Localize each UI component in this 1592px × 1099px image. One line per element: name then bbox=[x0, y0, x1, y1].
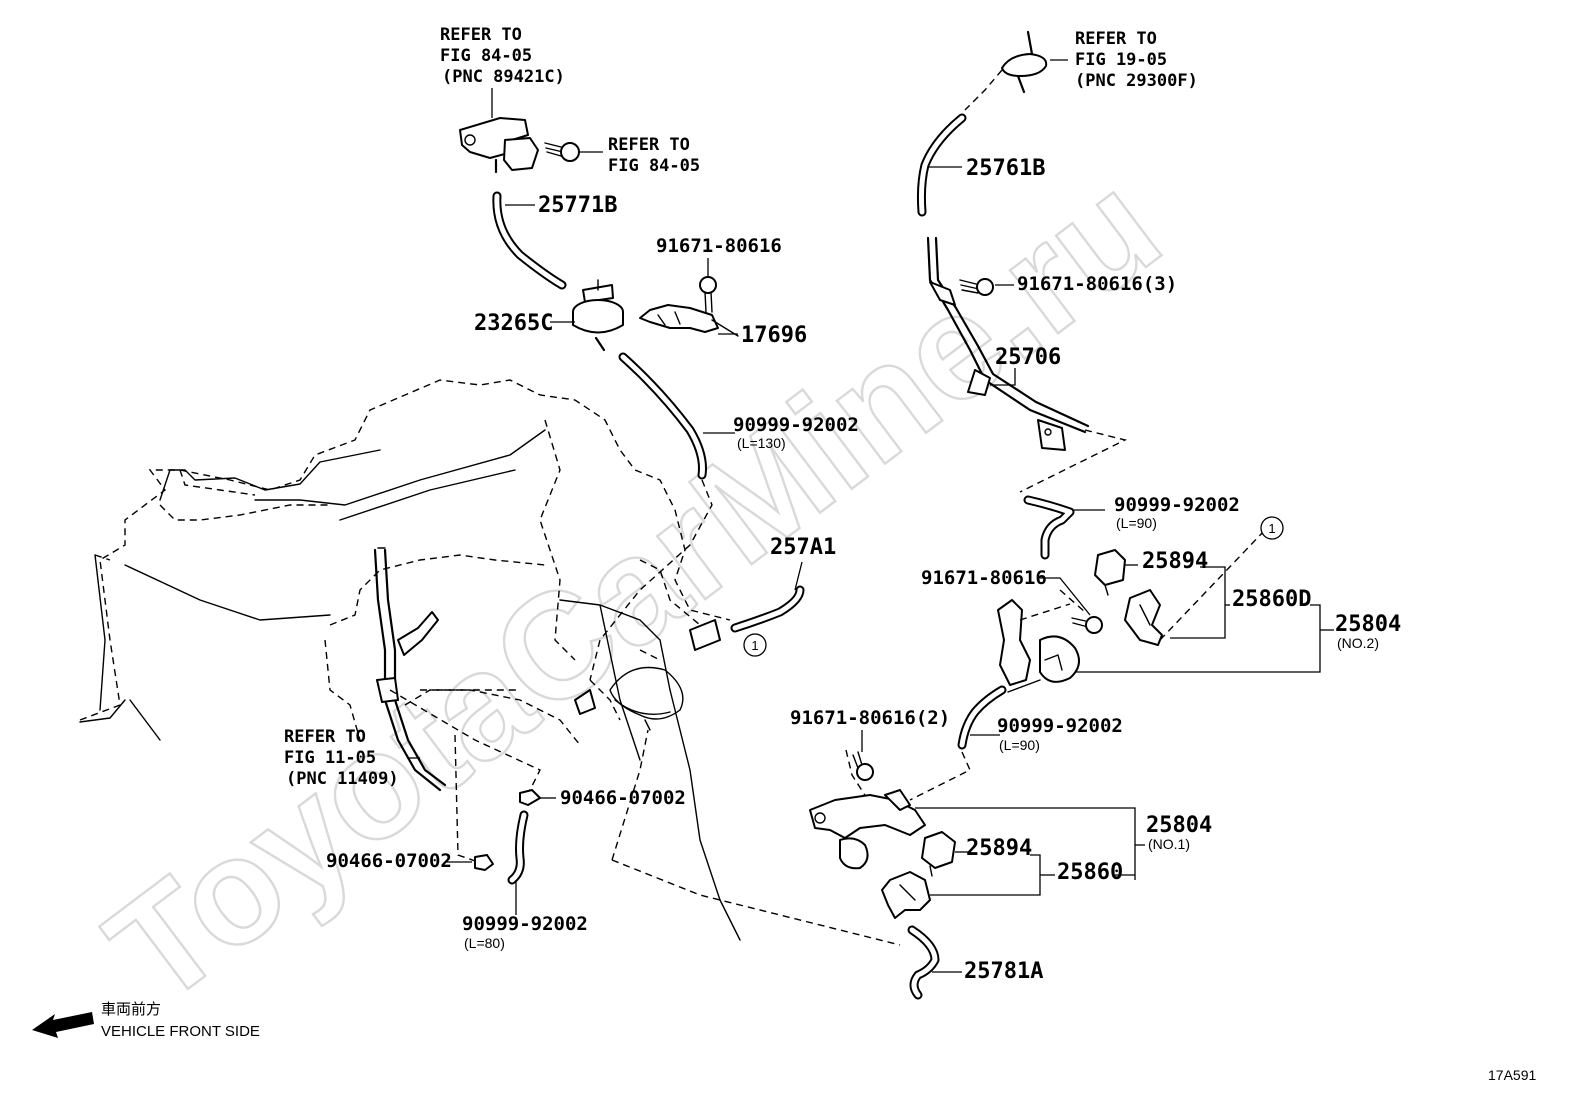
label-25706: 25706 bbox=[995, 345, 1061, 370]
hose-90999-90-b bbox=[957, 685, 1007, 750]
callout-1: 1 bbox=[751, 638, 758, 653]
bracket-25804-1 bbox=[809, 789, 926, 870]
label-90999-80-len: (L=80) bbox=[464, 935, 505, 951]
bolt-icon bbox=[1071, 616, 1103, 634]
hose-25781A bbox=[907, 925, 940, 1000]
vsv-25860D bbox=[1124, 589, 1163, 646]
dipstick-tube bbox=[373, 547, 447, 792]
label-90999-130: 90999-92002 bbox=[733, 414, 859, 436]
hose-257A1 bbox=[730, 585, 805, 633]
bracket-vsv bbox=[997, 599, 1080, 693]
svg-text:REFER TO: REFER TO bbox=[440, 25, 522, 45]
label-25781A: 25781A bbox=[964, 959, 1043, 984]
pressure-sensor bbox=[459, 117, 539, 174]
label-257A1: 257A1 bbox=[770, 535, 836, 560]
bolt-icon bbox=[544, 142, 580, 162]
label-25804-2: 25804 bbox=[1335, 612, 1401, 637]
svg-text:FIG 84-05: FIG 84-05 bbox=[440, 46, 532, 66]
pipe-25706 bbox=[926, 236, 1090, 451]
hose-25771B bbox=[492, 191, 567, 290]
label-25771B: 25771B bbox=[538, 193, 617, 218]
engine-body-lines bbox=[79, 429, 741, 941]
label-90999-90b: 90999-92002 bbox=[997, 715, 1123, 737]
svg-text:REFER TO: REFER TO bbox=[284, 727, 366, 747]
label-90999-130-len: (L=130) bbox=[737, 435, 786, 451]
label-90466-b: 90466-07002 bbox=[326, 850, 452, 872]
front-label-jp: 車両前方 bbox=[101, 1001, 161, 1018]
label-17696: 17696 bbox=[741, 323, 807, 348]
hose-90999-80 bbox=[507, 810, 529, 885]
ref-note-19-05: REFER TO FIG 19-05 (PNC 29300F) bbox=[1075, 29, 1198, 91]
front-label-en: VEHICLE FRONT SIDE bbox=[101, 1023, 260, 1040]
label-91671-a: 91671-80616 bbox=[656, 235, 782, 257]
label-91671-2: 91671-80616(2) bbox=[790, 707, 950, 729]
svg-text:REFER TO: REFER TO bbox=[1075, 29, 1157, 49]
hose-90999-90-a bbox=[1023, 495, 1075, 560]
svg-text:FIG 84-05: FIG 84-05 bbox=[608, 156, 700, 176]
hose-90999-130 bbox=[618, 352, 707, 480]
clip-90466-a bbox=[519, 789, 541, 806]
label-25894-a: 25894 bbox=[1142, 549, 1208, 574]
svg-text:(PNC 29300F): (PNC 29300F) bbox=[1075, 71, 1198, 91]
label-90999-90b-len: (L=90) bbox=[999, 737, 1040, 753]
label-90999-90a-len: (L=90) bbox=[1116, 515, 1157, 531]
bolt-icon bbox=[852, 751, 874, 781]
label-25761B: 25761B bbox=[966, 156, 1045, 181]
label-91671-3: 91671-80616(3) bbox=[1017, 273, 1177, 295]
ref-note-84-05b: REFER TO FIG 84-05 bbox=[608, 135, 700, 176]
figure-id: 17A591 bbox=[1488, 1067, 1536, 1083]
sensor-25894-b bbox=[921, 831, 956, 877]
ref-note-11-05: REFER TO FIG 11-05 (PNC 11409) bbox=[284, 727, 399, 789]
bolt-icon bbox=[959, 278, 994, 296]
label-25860D: 25860D bbox=[1232, 587, 1311, 612]
label-25894-b: 25894 bbox=[966, 836, 1032, 861]
sensor-25894-a bbox=[1094, 549, 1126, 596]
label-25860: 25860 bbox=[1057, 860, 1123, 885]
bracket-17696 bbox=[639, 304, 739, 337]
vsv-25860 bbox=[881, 871, 931, 919]
front-arrow-icon bbox=[32, 1012, 94, 1038]
filter-23265C bbox=[572, 279, 624, 352]
callout-1: 1 bbox=[1268, 521, 1275, 536]
engine-bracket-257A1 bbox=[574, 619, 721, 731]
svg-text:(PNC 11409): (PNC 11409) bbox=[286, 769, 399, 789]
hose-25761B bbox=[916, 113, 967, 217]
label-90999-80: 90999-92002 bbox=[462, 913, 588, 935]
clip-90466-b bbox=[474, 854, 494, 871]
label-91671-b: 91671-80616 bbox=[921, 567, 1047, 589]
engine-outline bbox=[79, 379, 731, 746]
label-25804-1-no: (NO.1) bbox=[1148, 836, 1190, 852]
label-90999-90a: 90999-92002 bbox=[1114, 494, 1240, 516]
svg-text:REFER TO: REFER TO bbox=[608, 135, 690, 155]
svg-text:(PNC 89421C): (PNC 89421C) bbox=[442, 67, 565, 87]
bolt-icon bbox=[699, 276, 717, 313]
svg-text:FIG 19-05: FIG 19-05 bbox=[1075, 50, 1167, 70]
label-25804-2-no: (NO.2) bbox=[1337, 635, 1379, 651]
pipe-29300F bbox=[1001, 30, 1048, 94]
label-90466-a: 90466-07002 bbox=[560, 787, 686, 809]
label-25804-1: 25804 bbox=[1146, 813, 1212, 838]
svg-text:FIG 11-05: FIG 11-05 bbox=[284, 748, 376, 768]
label-23265C: 23265C bbox=[474, 311, 553, 336]
ref-note-84-05a: REFER TO FIG 84-05 (PNC 89421C) bbox=[440, 25, 565, 87]
